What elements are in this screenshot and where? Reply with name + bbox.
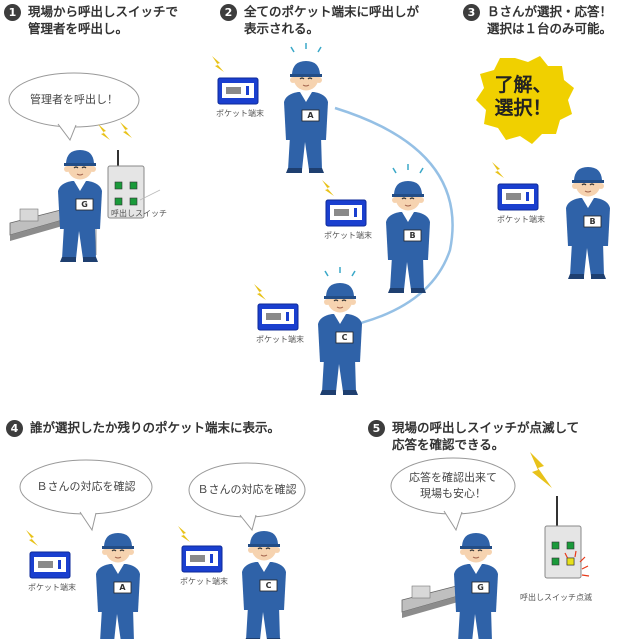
pocket-terminal-label: ポケット端末 bbox=[324, 231, 372, 240]
pocket-terminal-label: ポケット端末 bbox=[256, 335, 304, 344]
step-title: 全てのポケット端末に呼出しが 表示される。 bbox=[244, 4, 420, 36]
step-3-heading: 3 Ｂさんが選択・応答！ 選択は１台のみ可能。 bbox=[463, 3, 612, 37]
step-4-heading: 4 誰が選択したか残りのポケット端末に表示。 bbox=[6, 419, 280, 437]
step-title: 現場の呼出しスイッチが点滅して 応答を確認できる。 bbox=[392, 420, 580, 452]
speech-bubble-text: 管理者を呼出し！ bbox=[30, 93, 118, 106]
step-title: 誰が選択したか残りのポケット端末に表示。 bbox=[30, 420, 281, 435]
step-number: 3 bbox=[463, 4, 480, 21]
pocket-terminal-label: ポケット端末 bbox=[28, 583, 76, 592]
speech-bubble-text: Ｂさんの対応を確認 bbox=[197, 483, 297, 496]
call-switch-label: 呼出しスイッチ bbox=[111, 209, 167, 218]
pocket-terminal-label: ポケット端末 bbox=[180, 577, 228, 586]
name-badge-b: B bbox=[589, 217, 596, 226]
step-title: 現場から呼出しスイッチで 管理者を呼出し。 bbox=[28, 4, 179, 36]
name-badge-g: G bbox=[81, 200, 88, 209]
name-badge-b: B bbox=[409, 231, 416, 240]
step-title: Ｂさんが選択・応答！ 選択は１台のみ可能。 bbox=[487, 4, 613, 36]
name-badge-c: C bbox=[265, 581, 272, 590]
step-number: 1 bbox=[4, 4, 21, 21]
pocket-terminal-label: ポケット端末 bbox=[216, 109, 264, 118]
answer-callout-text: 了解、 選択！ bbox=[494, 74, 552, 119]
step-number: 4 bbox=[6, 420, 23, 437]
name-badge-a: A bbox=[307, 111, 314, 120]
step-number: 5 bbox=[368, 420, 385, 437]
pocket-terminal-label: ポケット端末 bbox=[497, 215, 545, 224]
step-5-heading: 5 現場の呼出しスイッチが点滅して 応答を確認できる。 bbox=[368, 419, 579, 453]
step-2-heading: 2 全てのポケット端末に呼出しが 表示される。 bbox=[220, 3, 419, 37]
step-number: 2 bbox=[220, 4, 237, 21]
name-badge-c: C bbox=[341, 333, 348, 342]
name-badge-g: G bbox=[477, 583, 484, 592]
name-badge-a: A bbox=[119, 583, 126, 592]
call-switch-blinking-label: 呼出しスイッチ点滅 bbox=[520, 593, 592, 602]
step-1-heading: 1 現場から呼出しスイッチで 管理者を呼出し。 bbox=[4, 3, 178, 37]
speech-bubble-text: 応答を確認出来て 現場も安心！ bbox=[409, 471, 497, 500]
speech-bubble-text: Ｂさんの対応を確認 bbox=[36, 480, 136, 493]
